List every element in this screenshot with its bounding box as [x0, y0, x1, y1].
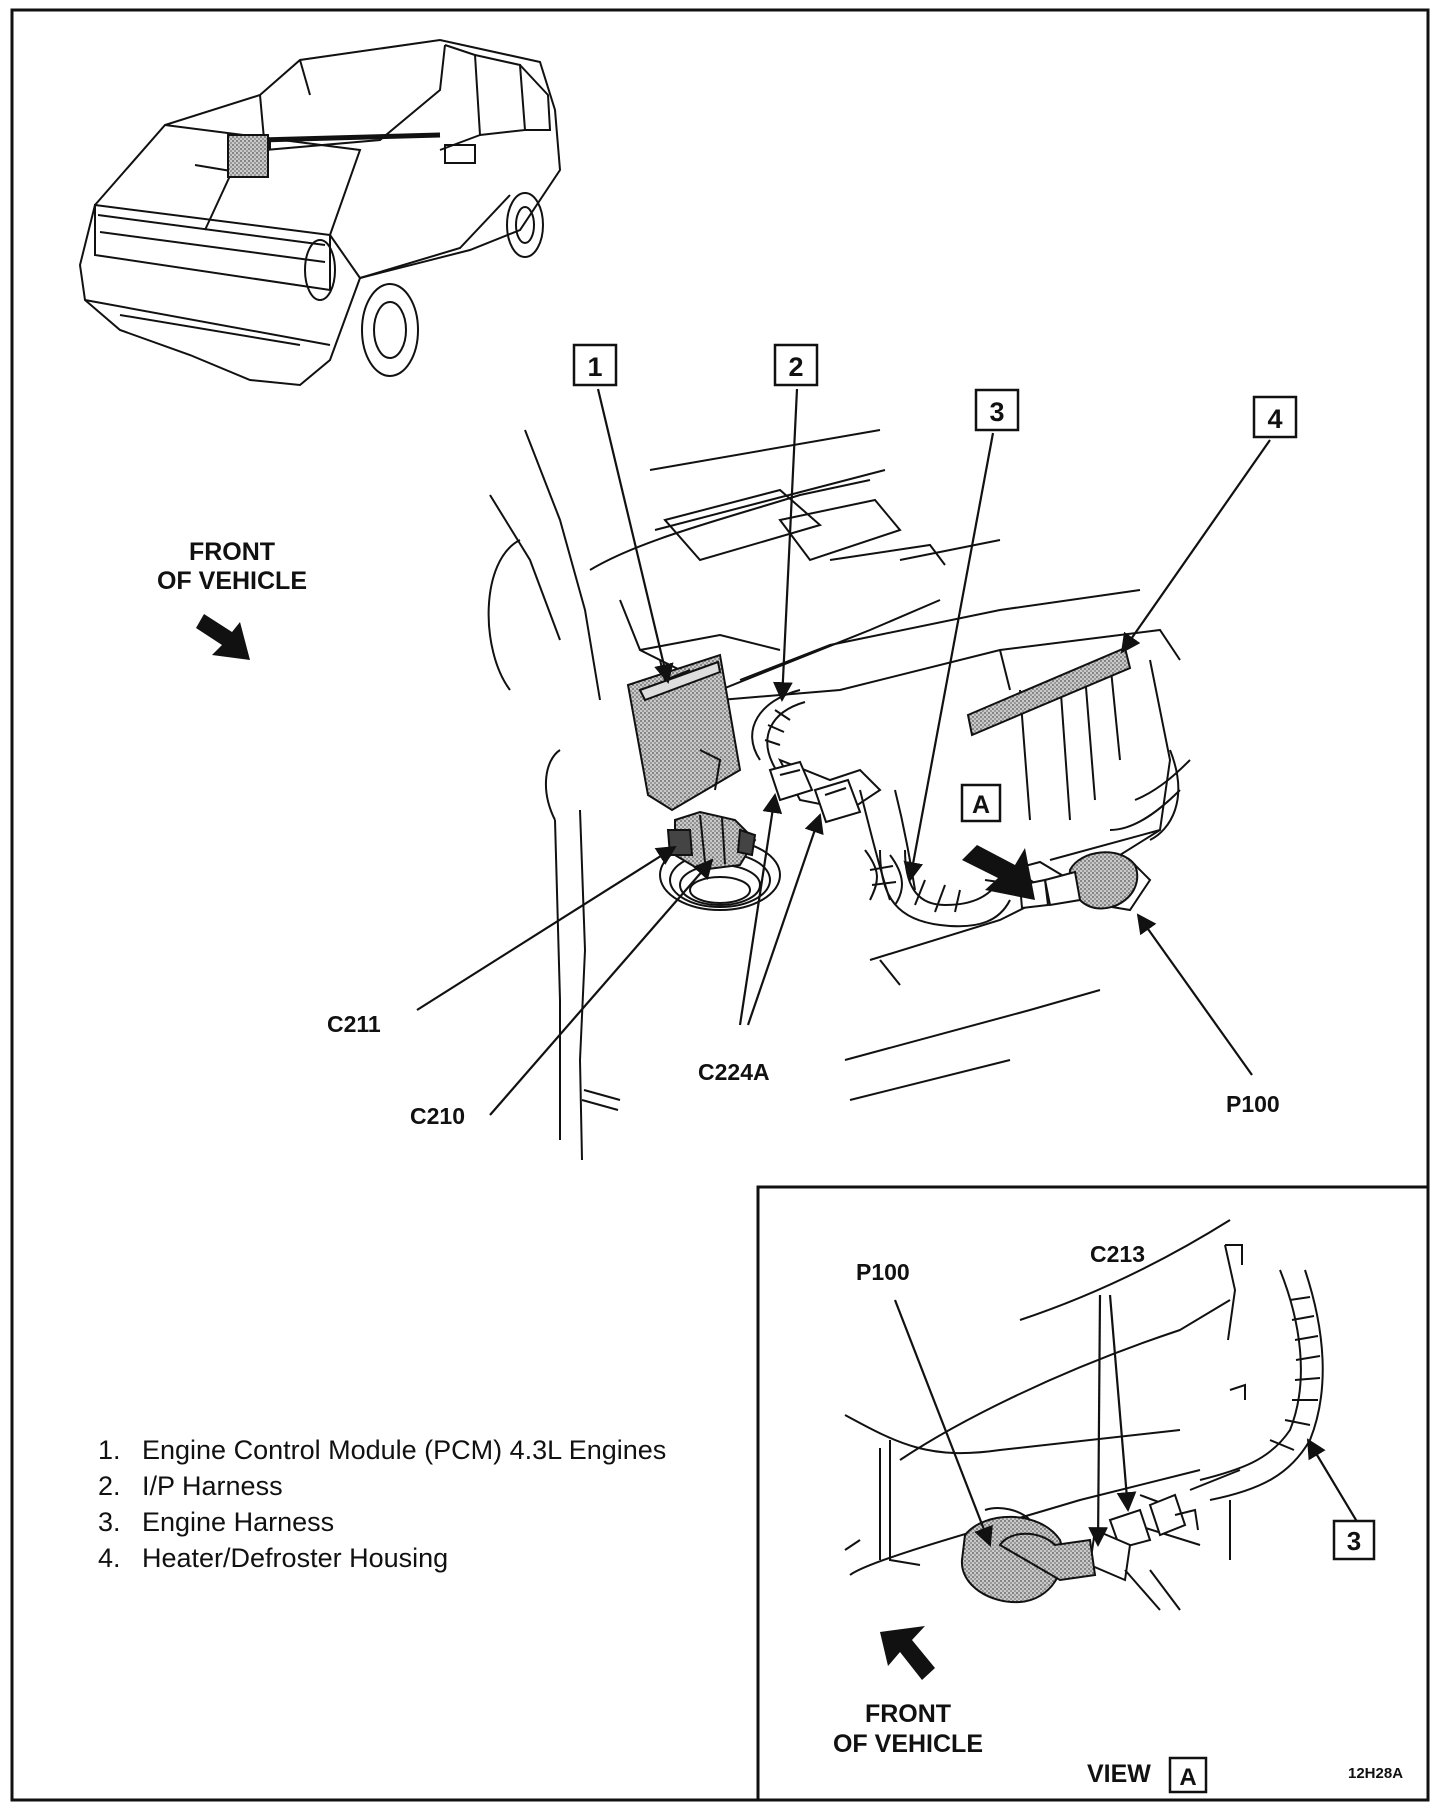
legend-text: Engine Control Module (PCM) 4.3L Engines — [142, 1435, 667, 1465]
callout-1: 1 — [572, 343, 618, 387]
connector-c224a — [768, 760, 862, 824]
ip-harness — [751, 689, 806, 769]
callout-view-a: A — [960, 783, 1002, 823]
legend-item: 2. I/P Harness — [98, 1468, 718, 1504]
legend-item: 1. Engine Control Module (PCM) 4.3L Engi… — [98, 1432, 718, 1468]
front-of-vehicle-arrow — [196, 614, 250, 660]
svg-text:3: 3 — [1347, 1526, 1361, 1556]
label-c210: C210 — [410, 1103, 465, 1129]
inset-front-label-line2: OF VEHICLE — [833, 1730, 983, 1758]
inset-front-of-vehicle-arrow — [880, 1626, 935, 1680]
svg-text:2: 2 — [788, 352, 803, 382]
inset-front-label-line1: FRONT — [865, 1700, 951, 1728]
p100-grommet — [984, 851, 1139, 910]
svg-text:1: 1 — [587, 352, 602, 382]
inset-leader-lines — [893, 1294, 1363, 1547]
suv-vehicle-icon — [78, 38, 562, 387]
legend-text: I/P Harness — [142, 1471, 283, 1501]
legend-item: 4. Heater/Defroster Housing — [98, 1540, 718, 1576]
view-label-box: A — [1168, 1756, 1208, 1794]
legend-number: 3. — [98, 1507, 121, 1537]
label-c224a: C224A — [698, 1059, 770, 1085]
pcm-module — [626, 653, 742, 812]
callout-4: 4 — [1252, 395, 1298, 439]
svg-text:A: A — [972, 791, 990, 819]
svg-text:4: 4 — [1267, 404, 1282, 434]
legend-text: Heater/Defroster Housing — [142, 1543, 449, 1573]
callout-3: 3 — [974, 388, 1020, 432]
figure-code: 12H28A — [1348, 1765, 1403, 1782]
callout-2: 2 — [773, 343, 819, 387]
legend: 1. Engine Control Module (PCM) 4.3L Engi… — [98, 1432, 718, 1576]
view-a-direction-arrow — [962, 845, 1035, 900]
svg-text:3: 3 — [989, 397, 1004, 427]
inset-label-p100: P100 — [856, 1259, 910, 1285]
svg-text:A: A — [1179, 1764, 1196, 1791]
location-marker — [227, 134, 269, 178]
inset-view-a-frame — [756, 1185, 1430, 1802]
legend-number: 1. — [98, 1435, 121, 1465]
front-of-vehicle-label-line2: OF VEHICLE — [157, 567, 307, 595]
connector-cluster-c210-c211 — [659, 810, 781, 911]
heater-defroster-housing — [966, 646, 1132, 737]
label-c211: C211 — [327, 1011, 381, 1037]
inset-label-c213: C213 — [1090, 1241, 1145, 1267]
front-of-vehicle-label-line1: FRONT — [189, 538, 275, 566]
view-label: VIEW — [1087, 1760, 1151, 1788]
legend-text: Engine Harness — [142, 1507, 335, 1537]
legend-number: 4. — [98, 1543, 121, 1573]
leader-lines — [416, 388, 1271, 1116]
engine-harness — [864, 849, 961, 913]
legend-item: 3. Engine Harness — [98, 1504, 718, 1540]
inset-callout-3: 3 — [1332, 1519, 1376, 1561]
outer-frame — [10, 8, 1430, 1802]
legend-number: 2. — [98, 1471, 121, 1501]
label-p100: P100 — [1226, 1091, 1280, 1117]
